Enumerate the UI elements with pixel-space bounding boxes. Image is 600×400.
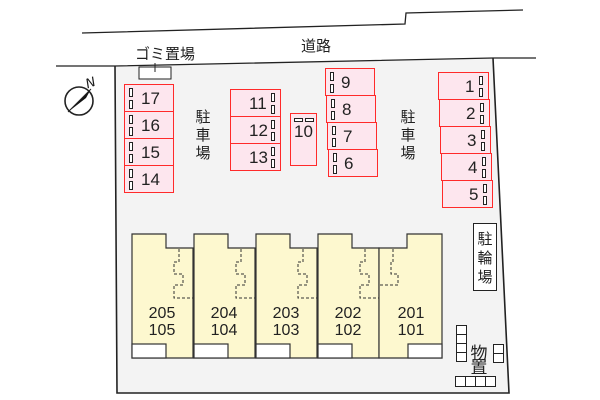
road-lower-edge — [56, 57, 536, 67]
parking-space-13[interactable]: 13 — [230, 143, 281, 171]
road-label: 道路 — [301, 37, 332, 55]
parking-space-8[interactable]: 8 — [326, 95, 376, 123]
parking-space-11[interactable]: 11 — [230, 89, 281, 117]
parking-space-9[interactable]: 9 — [325, 68, 375, 96]
parking-space-1[interactable]: 1 — [438, 72, 489, 100]
building-unit-204 — [193, 233, 256, 359]
compass-icon — [64, 86, 94, 116]
building-unit-203 — [255, 233, 318, 359]
parking-space-4[interactable]: 4 — [441, 153, 492, 181]
road-upper-edge — [81, 9, 524, 34]
parking-space-10[interactable]: 10 — [290, 113, 317, 166]
parking-space-3[interactable]: 3 — [440, 126, 491, 154]
lot-boundary — [114, 57, 510, 394]
parking-space-15[interactable]: 15 — [124, 138, 174, 166]
parking-space-6[interactable]: 6 — [328, 149, 378, 177]
building-unit-201 — [378, 233, 443, 359]
building-row — [131, 233, 443, 359]
parking-space-16[interactable]: 16 — [124, 111, 174, 139]
bicycle-parking: 駐 輪 場 — [473, 223, 497, 291]
building-unit-205 — [131, 233, 194, 359]
parking-space-12[interactable]: 12 — [230, 116, 281, 144]
storage-label: 物 — [470, 344, 488, 364]
parking-space-2[interactable]: 2 — [439, 99, 490, 127]
parking-space-14[interactable]: 14 — [124, 165, 174, 193]
garbage-area-label: ゴミ置場 — [135, 45, 196, 63]
building-unit-202 — [317, 233, 380, 359]
parking-space-5[interactable]: 5 — [442, 180, 493, 208]
parking-space-7[interactable]: 7 — [327, 122, 377, 150]
parking-space-17[interactable]: 17 — [124, 84, 174, 112]
